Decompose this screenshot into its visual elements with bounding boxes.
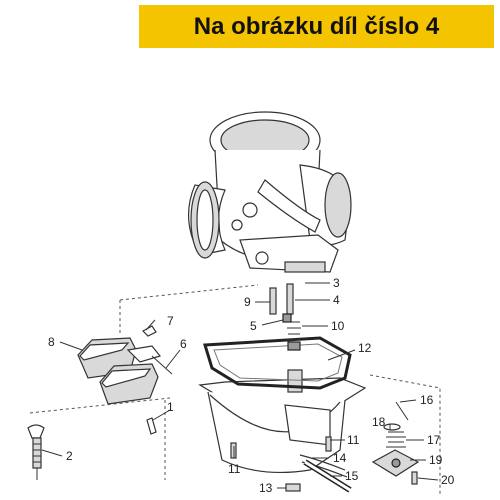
callout-8: 8 — [48, 335, 55, 349]
spring — [287, 321, 301, 351]
callout-16: 16 — [420, 393, 434, 407]
callout-1: 1 — [167, 400, 174, 414]
callout-5: 5 — [250, 319, 257, 333]
needle-valve — [146, 417, 157, 435]
bowl-screw-right — [325, 436, 332, 452]
callout-18: 18 — [372, 415, 386, 429]
callout-6: 6 — [180, 337, 187, 351]
callout-20: 20 — [441, 473, 455, 487]
leader-lines — [41, 282, 439, 489]
callout-3: 3 — [333, 276, 340, 290]
callout-15: 15 — [345, 469, 359, 483]
callout-13: 13 — [259, 481, 273, 495]
callout-11-right: 11 — [347, 433, 360, 447]
jet-screw — [286, 283, 294, 315]
float-clip — [142, 325, 157, 337]
callout-14: 14 — [333, 451, 347, 465]
gasket — [203, 336, 352, 390]
main-jet — [27, 424, 45, 480]
callout-7: 7 — [167, 314, 174, 328]
callout-11-left: 11 — [228, 462, 241, 476]
small-jet — [282, 313, 292, 323]
part-number-banner: Na obrázku díl číslo 4 — [139, 5, 494, 48]
float-bowl — [198, 369, 367, 478]
banner-text: Na obrázku díl číslo 4 — [193, 12, 440, 40]
float-assembly — [77, 337, 162, 405]
drain-screw — [285, 483, 301, 492]
callout-2: 2 — [66, 449, 73, 463]
callout-4: 4 — [333, 293, 340, 307]
pump-screw — [411, 471, 418, 485]
pump-seal — [383, 423, 401, 431]
callout-9: 9 — [244, 295, 251, 309]
pump-spring — [386, 431, 406, 448]
callout-12: 12 — [358, 341, 372, 355]
callout-19: 19 — [429, 453, 443, 467]
callout-10: 10 — [331, 319, 345, 333]
pilot-screw — [269, 287, 277, 315]
callout-labels: 3 4 9 5 10 7 6 8 1 2 12 11 11 14 13 15 1… — [48, 276, 455, 495]
float-pin — [151, 355, 173, 375]
callout-17: 17 — [427, 433, 441, 447]
carburetor-body — [187, 111, 352, 273]
pump-rod — [395, 401, 409, 421]
